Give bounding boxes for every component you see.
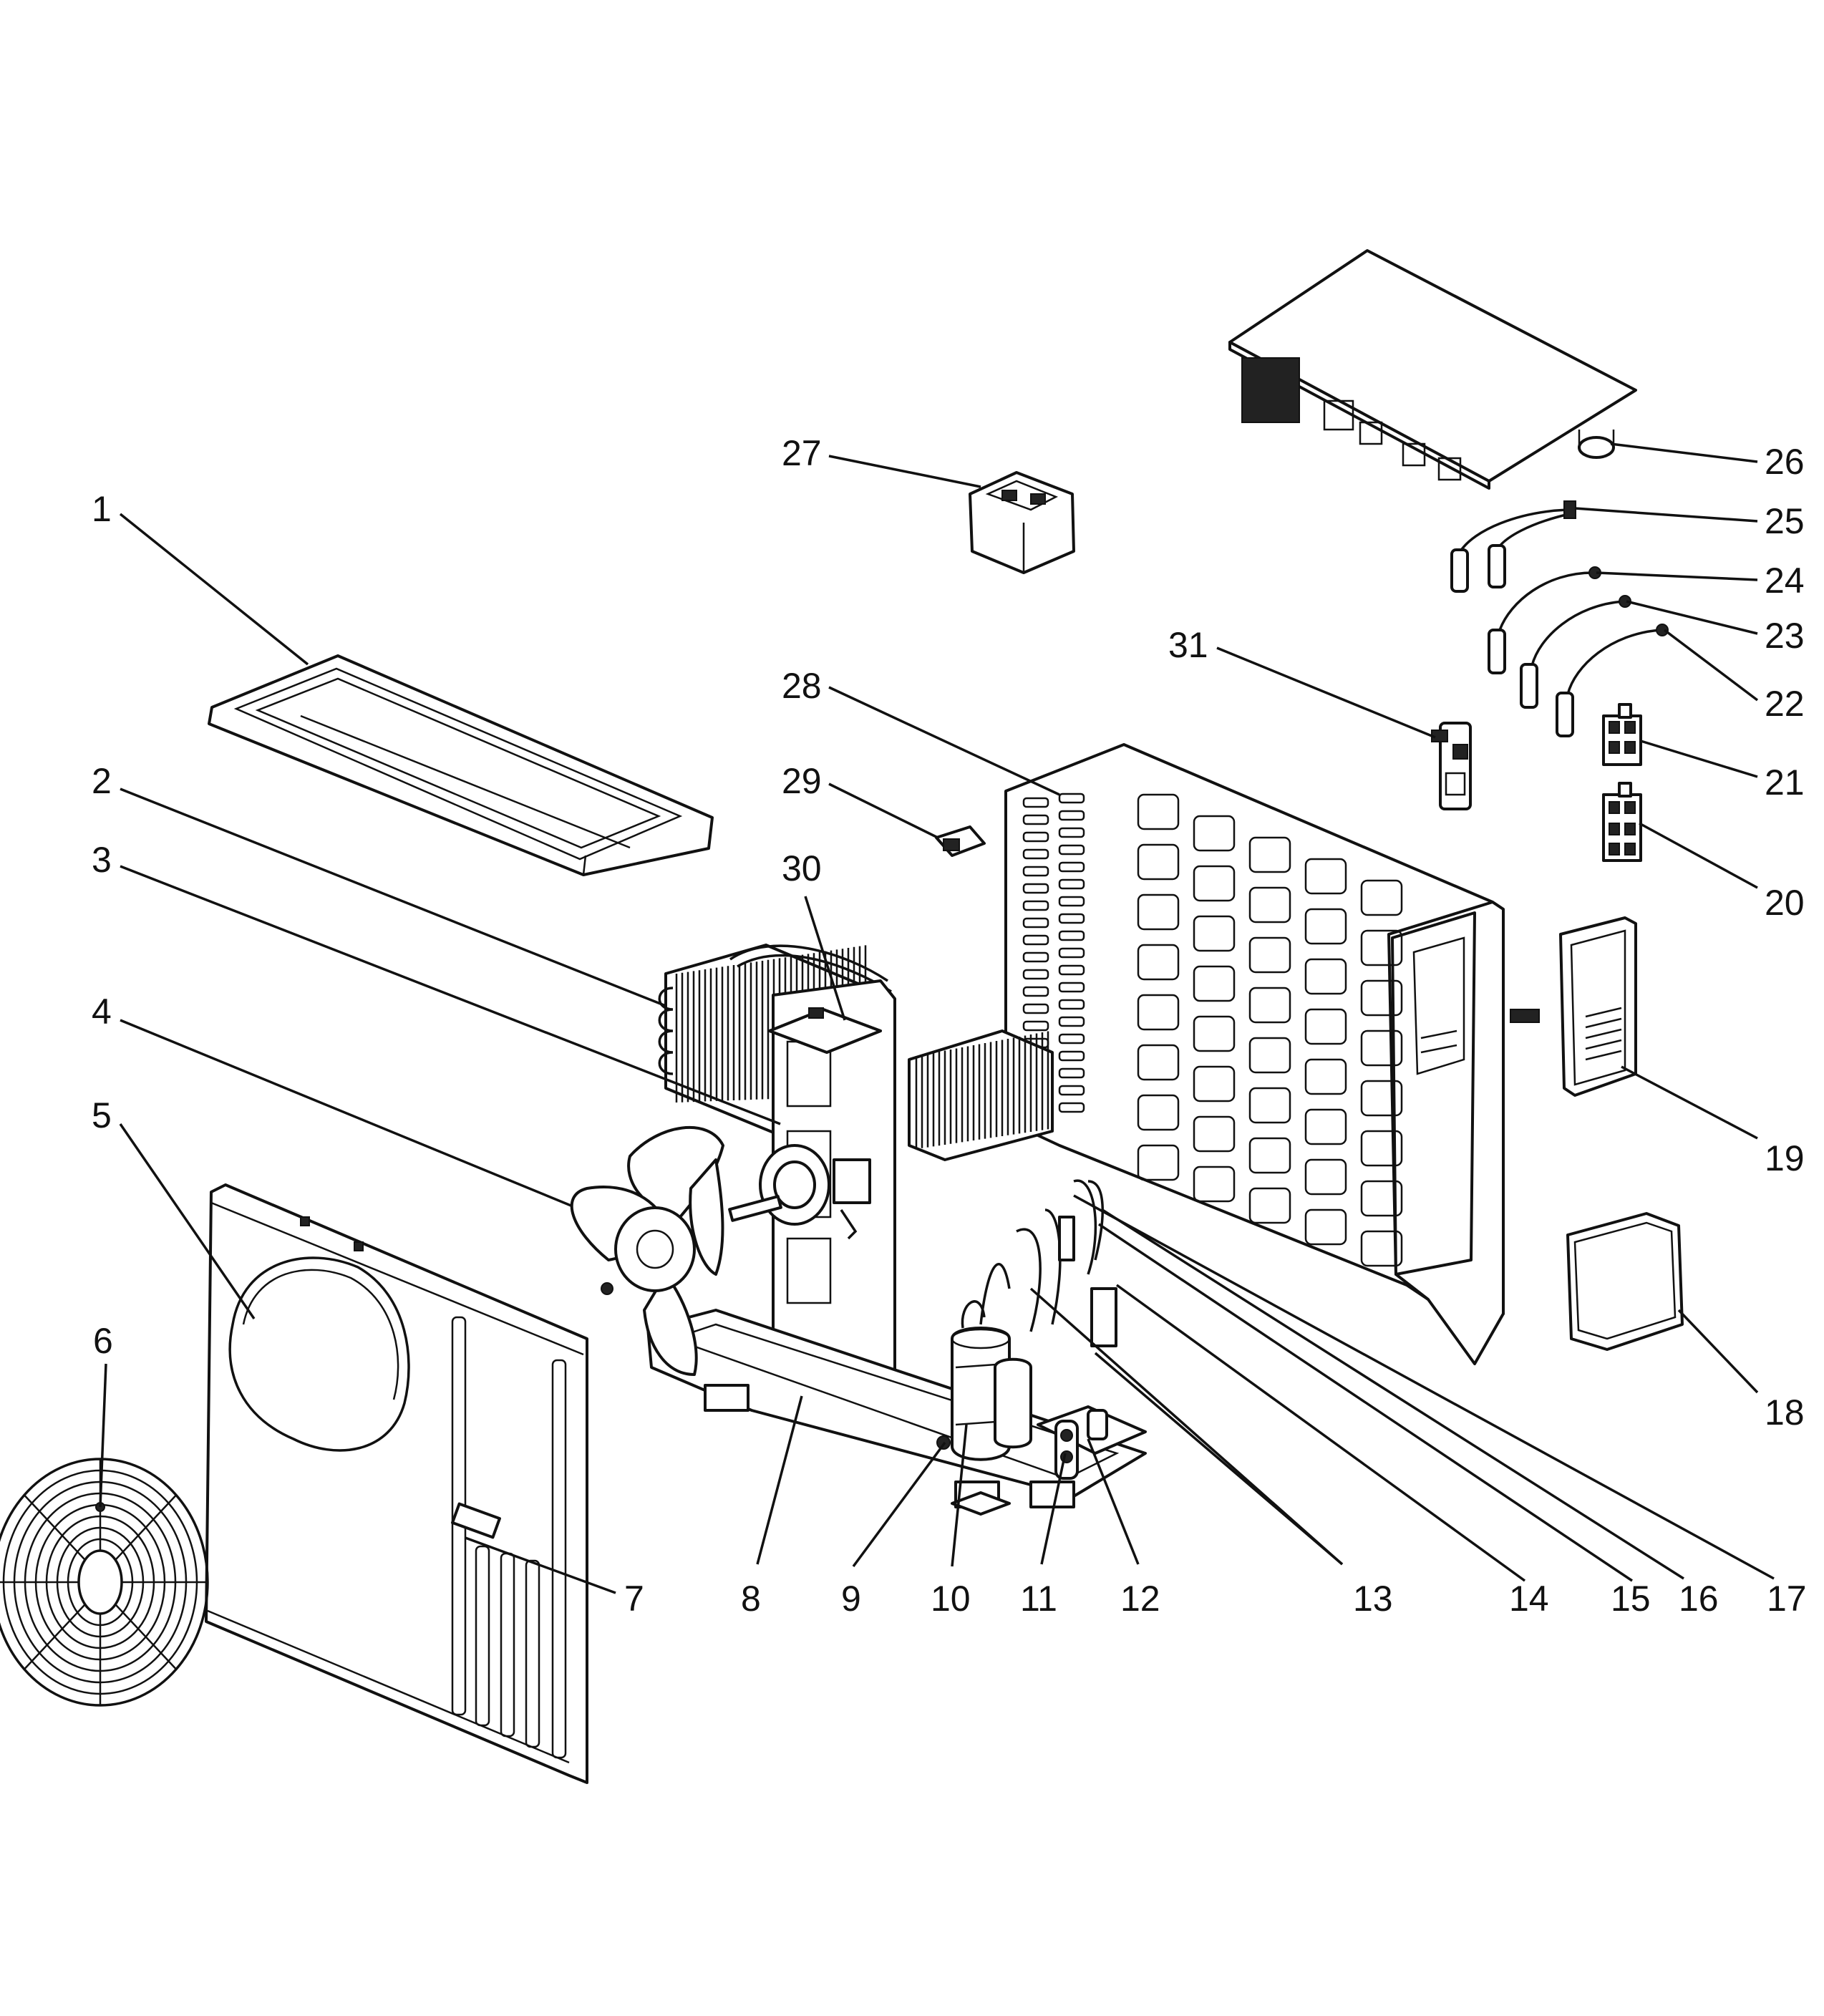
callout-2: 2 [92,761,112,801]
leader-14 [1115,1284,1526,1582]
leader-15 [1098,1223,1633,1582]
callout-4: 4 [92,992,112,1032]
callout-19: 19 [1765,1138,1805,1178]
leader-12 [1087,1438,1140,1565]
leader-10 [951,1424,968,1567]
leader-30 [804,896,846,1021]
leader-11 [1040,1453,1067,1565]
leader-31 [1216,646,1436,739]
leader-26 [1610,442,1758,463]
terminal-block-20-part [1602,782,1642,862]
condenser-fins-right [915,1031,1049,1149]
callout-31: 31 [1168,625,1208,665]
leader-29 [828,782,938,839]
callout-26: 26 [1765,442,1805,482]
valve-cover-part [1566,1212,1684,1351]
leader-28 [828,686,1060,796]
leader-2 [120,788,666,1007]
callout-29: 29 [782,761,822,801]
callout-25: 25 [1765,501,1805,541]
sensor-wire-24-part [1488,566,1601,674]
callout-12: 12 [1120,1579,1160,1619]
leader-13b [1094,1352,1344,1566]
callout-21: 21 [1765,762,1805,803]
fan-guard-part [0,1458,209,1707]
leader-lines [99,442,1775,1594]
callout-5: 5 [92,1095,112,1135]
sensor-wire-22-part [1556,624,1669,737]
leader-1 [119,513,309,666]
fan-blade-part [570,1125,724,1376]
leader-6 [99,1363,107,1508]
callout-17: 17 [1767,1579,1807,1619]
terminal-cover-part [1510,916,1637,1097]
leader-7 [465,1536,616,1594]
leader-20 [1639,822,1758,889]
callout-13: 13 [1353,1579,1393,1619]
leader-9 [852,1441,946,1568]
leader-18 [1677,1309,1759,1394]
terminal-block-21-part [1602,703,1642,766]
callout-23: 23 [1765,616,1805,656]
callout-9: 9 [841,1579,861,1619]
callout-28: 28 [782,666,822,706]
callout-1: 1 [92,489,112,529]
callout-16: 16 [1679,1579,1719,1619]
top-panel-part [208,654,714,876]
callout-labels: 1 2 3 4 5 6 7 8 9 10 11 12 13 14 15 16 1… [92,433,1807,1619]
fan-motor-part [728,1144,871,1240]
clip-part [935,825,986,857]
control-board-part [1228,249,1637,490]
callout-10: 10 [931,1579,971,1619]
callout-11: 11 [1020,1579,1057,1619]
leader-22 [1663,629,1759,702]
leader-5 [119,1123,256,1319]
front-panel-part [205,1183,588,1784]
leader-25 [1574,507,1758,523]
service-valves-part [951,1405,1147,1516]
callout-18: 18 [1765,1392,1805,1433]
leader-16 [1102,1208,1684,1580]
callout-6: 6 [93,1321,113,1361]
leader-19 [1621,1065,1758,1140]
leader-4 [120,1019,573,1208]
rear-panel-part [1004,743,1505,1365]
callout-3: 3 [92,840,112,880]
reactor-part [969,471,1075,574]
leader-3 [120,865,781,1125]
callout-8: 8 [741,1579,761,1619]
fan-guard-rings [0,1458,209,1707]
leader-8 [756,1395,803,1565]
callout-7: 7 [624,1579,644,1619]
callout-22: 22 [1765,684,1805,724]
callout-27: 27 [782,433,822,473]
leader-24 [1596,571,1758,581]
callout-30: 30 [782,848,822,888]
leader-27 [828,455,981,488]
bracket-part [1431,722,1472,810]
leader-23 [1626,600,1758,635]
callout-14: 14 [1509,1579,1549,1619]
callout-24: 24 [1765,561,1805,601]
leader-21 [1640,740,1758,778]
rear-panel-grid [1137,793,1403,1267]
sensor-wire-25-part [1450,500,1576,593]
leader-17 [1073,1194,1775,1580]
callout-15: 15 [1611,1579,1651,1619]
callout-20: 20 [1765,883,1805,923]
sensor-wire-23-part [1520,595,1631,709]
coil-bracket-part [768,1007,882,1054]
